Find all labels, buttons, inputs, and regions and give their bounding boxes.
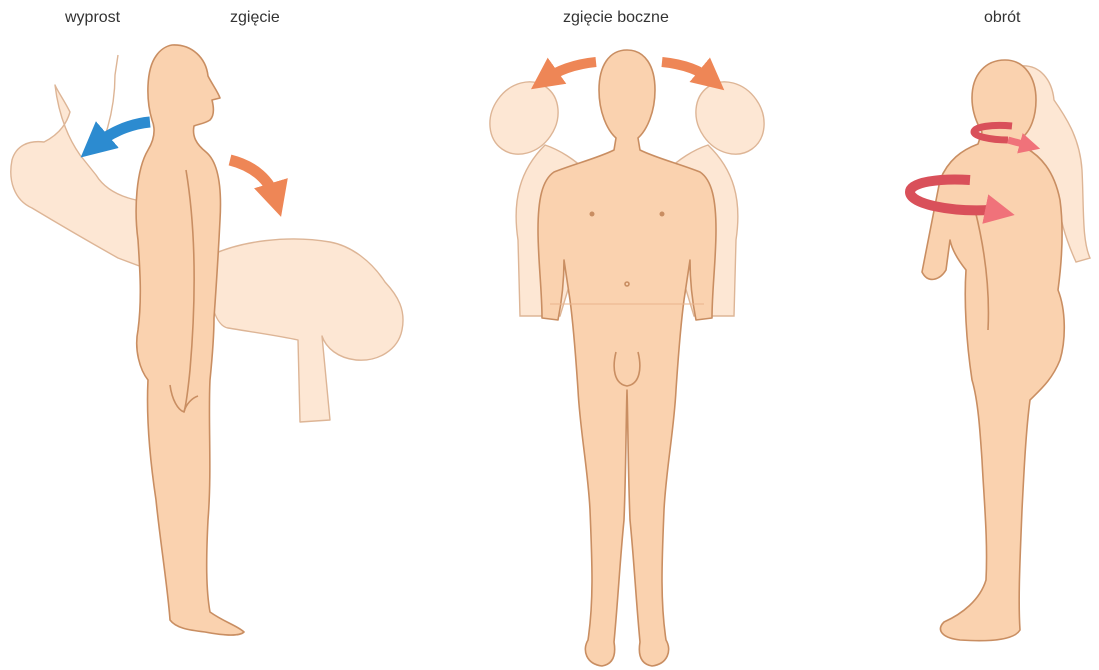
figure-rotation: [910, 60, 1090, 641]
flexion-arrow: [230, 160, 276, 200]
extension-arrow: [94, 122, 150, 146]
figure-extension-flexion: [11, 45, 403, 635]
standing-figure-front: [538, 50, 716, 666]
lateral-flexion-right-arrow: [662, 62, 712, 80]
figure-lateral-flexion: [476, 50, 778, 666]
standing-figure-side: [136, 45, 244, 635]
ghost-extension-figure: [11, 55, 150, 270]
ghost-flexion-figure: [205, 239, 403, 422]
lateral-flexion-left-arrow: [544, 62, 596, 80]
